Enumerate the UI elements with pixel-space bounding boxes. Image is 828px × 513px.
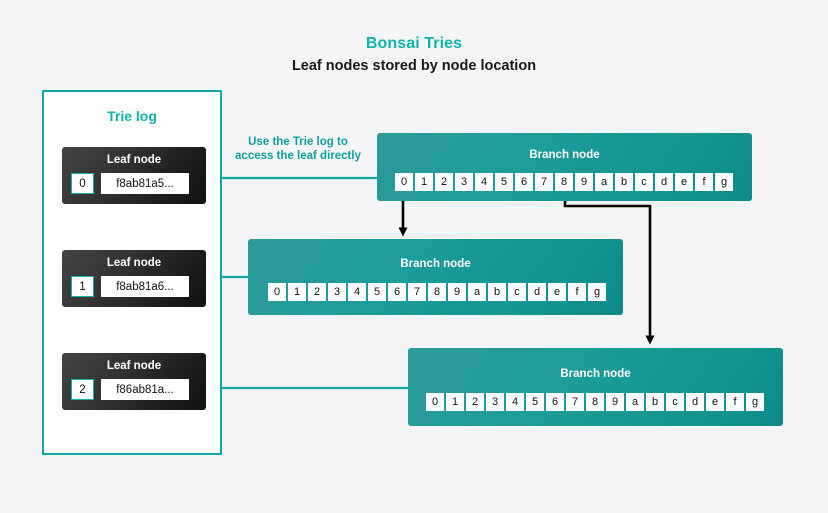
- branch-node-cell[interactable]: a: [595, 173, 613, 191]
- branch-node-cell[interactable]: 4: [475, 173, 493, 191]
- branch-node-cell[interactable]: 9: [448, 283, 466, 301]
- page-subtitle: Leaf nodes stored by node location: [291, 58, 537, 74]
- branch-node-cell[interactable]: d: [528, 283, 546, 301]
- trie-log-panel: Trie log Leaf node 0 f8ab81a5... Leaf no…: [42, 90, 222, 455]
- leaf-node-index: 0: [71, 173, 94, 194]
- branch-node-cell[interactable]: f: [726, 393, 744, 411]
- branch-node-cell[interactable]: 9: [606, 393, 624, 411]
- branch-node-cell[interactable]: b: [615, 173, 633, 191]
- branch-node-cell[interactable]: b: [646, 393, 664, 411]
- branch-node-cell[interactable]: 8: [586, 393, 604, 411]
- branch-node-label: Branch node: [400, 258, 471, 270]
- leaf-node-card-2[interactable]: Leaf node 2 f86ab81a...: [62, 353, 206, 410]
- leaf-node-hash: f8ab81a6...: [101, 276, 189, 297]
- branch-node-cell[interactable]: d: [655, 173, 673, 191]
- branch-node-cell[interactable]: 1: [288, 283, 306, 301]
- leaf-node-label: Leaf node: [106, 257, 162, 269]
- branch-node-cell[interactable]: c: [635, 173, 653, 191]
- branch-node-cell[interactable]: 4: [348, 283, 366, 301]
- branch-node-cell[interactable]: 3: [328, 283, 346, 301]
- leaf-node-row: 1 f8ab81a6...: [71, 276, 189, 297]
- branch-node-cell[interactable]: 8: [428, 283, 446, 301]
- branch-node-cell[interactable]: 7: [408, 283, 426, 301]
- page-title: Bonsai Tries: [365, 35, 463, 52]
- branch-node-cell[interactable]: e: [706, 393, 724, 411]
- branch-node-cell[interactable]: g: [715, 173, 733, 191]
- branch-node-cell[interactable]: 3: [455, 173, 473, 191]
- branch-node-cell[interactable]: 3: [486, 393, 504, 411]
- branch-node-cell[interactable]: a: [626, 393, 644, 411]
- branch-node-cell[interactable]: 1: [446, 393, 464, 411]
- leaf-node-index: 2: [71, 379, 94, 400]
- branch-node-cell[interactable]: 7: [535, 173, 553, 191]
- branch-node-cell[interactable]: f: [695, 173, 713, 191]
- branch-node-cell[interactable]: c: [508, 283, 526, 301]
- branch-node-cell[interactable]: 7: [566, 393, 584, 411]
- branch-node-cell[interactable]: d: [686, 393, 704, 411]
- annotation-trie-log-access: Use the Trie log to access the leaf dire…: [222, 135, 374, 163]
- branch-node-cell[interactable]: b: [488, 283, 506, 301]
- branch-node-cell[interactable]: 2: [466, 393, 484, 411]
- branch-node-cell[interactable]: a: [468, 283, 486, 301]
- branch-node-cell[interactable]: 9: [575, 173, 593, 191]
- leaf-node-card-0[interactable]: Leaf node 0 f8ab81a5...: [62, 147, 206, 204]
- branch-node-cell[interactable]: 2: [308, 283, 326, 301]
- branch-node-cell[interactable]: f: [568, 283, 586, 301]
- branch-node-cell[interactable]: e: [675, 173, 693, 191]
- leaf-node-hash: f86ab81a...: [101, 379, 189, 400]
- branch-node-label: Branch node: [560, 368, 631, 380]
- leaf-node-hash: f8ab81a5...: [101, 173, 189, 194]
- branch-node-cell[interactable]: 6: [388, 283, 406, 301]
- leaf-node-label: Leaf node: [106, 360, 162, 372]
- branch-node-cell[interactable]: g: [746, 393, 764, 411]
- branch-node-cell[interactable]: 8: [555, 173, 573, 191]
- trie-log-title: Trie log: [107, 108, 157, 124]
- branch-node-cell[interactable]: 5: [526, 393, 544, 411]
- leaf-node-card-1[interactable]: Leaf node 1 f8ab81a6...: [62, 250, 206, 307]
- branch-node-cell[interactable]: e: [548, 283, 566, 301]
- branch-node-cell[interactable]: 6: [546, 393, 564, 411]
- leaf-node-label: Leaf node: [106, 154, 162, 166]
- branch-node-cell[interactable]: 5: [495, 173, 513, 191]
- branch-node-cell[interactable]: 4: [506, 393, 524, 411]
- branch-node-cell[interactable]: 0: [426, 393, 444, 411]
- leaf-node-row: 2 f86ab81a...: [71, 379, 189, 400]
- branch-node-cell[interactable]: 2: [435, 173, 453, 191]
- annotation-line-1: Use the Trie log to: [248, 136, 348, 148]
- branch-node-label: Branch node: [529, 149, 600, 161]
- branch-node-cell[interactable]: g: [588, 283, 606, 301]
- branch-node-cell[interactable]: c: [666, 393, 684, 411]
- page-header: Bonsai Tries Leaf nodes stored by node l…: [0, 33, 828, 76]
- annotation-line-2: access the leaf directly: [235, 150, 361, 162]
- leaf-node-row: 0 f8ab81a5...: [71, 173, 189, 194]
- branch-node-cell[interactable]: 6: [515, 173, 533, 191]
- leaf-node-index: 1: [71, 276, 94, 297]
- branch-node-cell[interactable]: 0: [268, 283, 286, 301]
- branch-node-cell[interactable]: 1: [415, 173, 433, 191]
- branch-node-cell[interactable]: 0: [395, 173, 413, 191]
- connector-branch1-cell8-to-branch3: [563, 200, 655, 345]
- branch-node-cell[interactable]: 5: [368, 283, 386, 301]
